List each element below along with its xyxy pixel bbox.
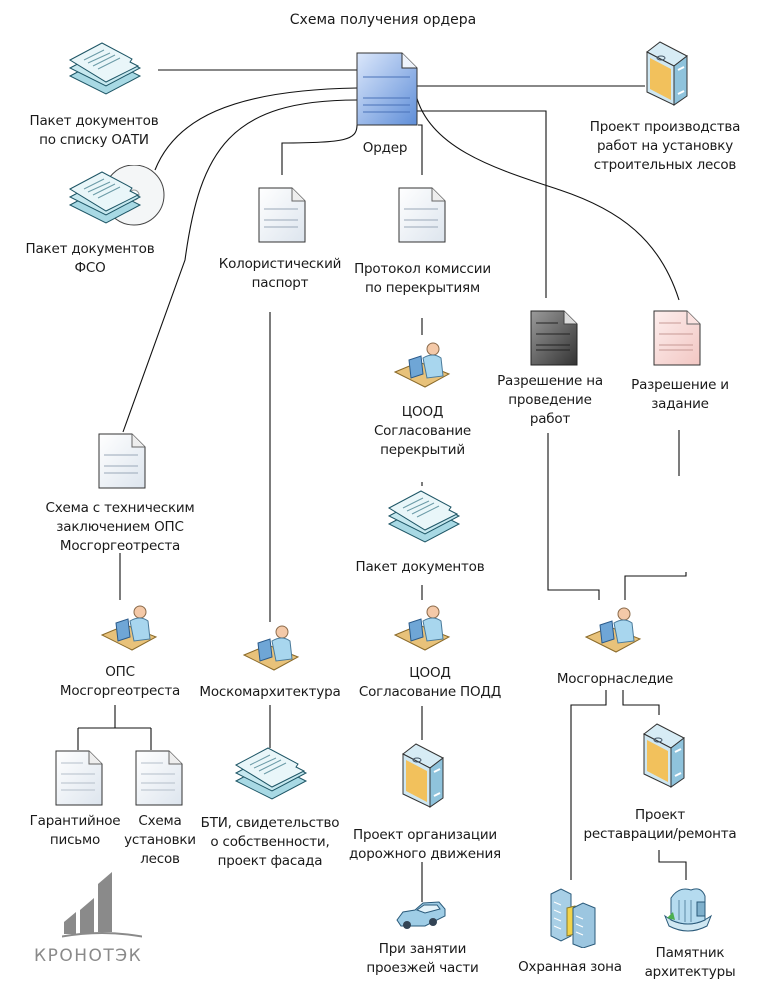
node-label-garant: Гарантийное письмо <box>29 813 121 848</box>
document-dark-icon <box>530 310 578 370</box>
node-label-tsood-perekr: ЦООД Согласование перекрытий <box>373 404 472 458</box>
kronotek-logo-text: КРОНОТЭК <box>34 946 143 966</box>
connector-order-kolor <box>281 124 358 175</box>
document-icon <box>398 187 446 247</box>
document-icon <box>98 433 146 493</box>
office-worker-icon <box>393 605 451 655</box>
connector-razresh-raboty-mosgor <box>547 433 600 600</box>
document-icon <box>258 187 306 247</box>
buildings-icon <box>549 888 599 952</box>
connector-mosgor-restavr <box>622 690 660 715</box>
connector-order-razresh-raboty <box>416 110 547 298</box>
connector-mosgor-right <box>624 572 687 600</box>
node-label-proezd: При занятии проезжей части <box>366 941 479 976</box>
office-worker-icon <box>584 607 642 657</box>
node-label-moskomarch: Москомархитектура <box>199 684 341 700</box>
connector-order-fso <box>154 87 358 171</box>
document-icon <box>135 750 183 810</box>
document-stack-icon <box>387 490 461 552</box>
connector-order-skhema-ops <box>122 99 358 433</box>
node-label-paket-oati: Пакет документов по списку ОАТИ <box>29 113 159 148</box>
node-label-skhema-lesov: Схема установки лесов <box>124 813 196 867</box>
office-worker-icon <box>393 342 451 392</box>
node-label-protokol: Протокол комиссии по перекрытиям <box>354 261 491 296</box>
diagram-title: Схема получения ордера <box>289 12 477 28</box>
connector-ops-docs <box>77 705 152 750</box>
node-label-tsood-podd: ЦООД Согласование ПОДД <box>358 665 502 700</box>
node-label-podd: Проект организации дорожного движения <box>349 827 501 862</box>
connector-order-protokol <box>418 124 423 175</box>
document-icon <box>55 750 103 810</box>
node-label-pamyatnik: Памятник архитектуры <box>644 945 736 980</box>
node-label-mosgornasl: Мосгорнаследие <box>556 671 674 687</box>
node-label-okhr-zona: Охранная зона <box>518 959 622 975</box>
node-label-razresh-zadanie: Разрешение и задание <box>631 377 729 412</box>
box-project-icon <box>643 722 685 792</box>
document-stack-cd-icon <box>68 164 168 235</box>
car-icon <box>395 900 447 934</box>
document-stack-icon <box>68 42 142 104</box>
document-blue-icon <box>356 52 418 130</box>
node-label-paket-doc: Пакет документов <box>355 559 485 575</box>
connector-mosgor-okhr <box>570 690 607 880</box>
node-label-order: Ордер <box>362 140 408 156</box>
connector-restavr-pamyatnik <box>658 850 687 880</box>
node-label-bti: БТИ, свидетельство о собственности, прое… <box>200 815 340 869</box>
box-project-icon <box>402 742 444 812</box>
node-label-skhema-ops: Схема с техническим заключением ОПС Мосг… <box>45 500 195 554</box>
monument-building-icon <box>661 882 715 938</box>
node-label-ppr: Проект производства работ на установку с… <box>589 119 741 173</box>
document-pink-icon <box>653 310 701 370</box>
node-label-ops: ОПС Мосгоргеотреста <box>59 664 181 699</box>
node-label-restavr: Проект реставрации/ремонта <box>583 807 737 842</box>
node-label-razresh-raboty: Разрешение на проведение работ <box>497 373 603 427</box>
node-label-kolor-pasport: Колористический паспорт <box>218 256 342 291</box>
office-worker-icon <box>242 625 300 675</box>
box-project-icon <box>646 40 688 110</box>
kronotek-logo-icon <box>37 862 167 948</box>
office-worker-icon <box>100 605 158 655</box>
node-label-paket-fso: Пакет документов ФСО <box>25 241 155 276</box>
document-stack-icon <box>234 747 308 809</box>
connector-order-razresh-zadanie <box>415 94 680 301</box>
